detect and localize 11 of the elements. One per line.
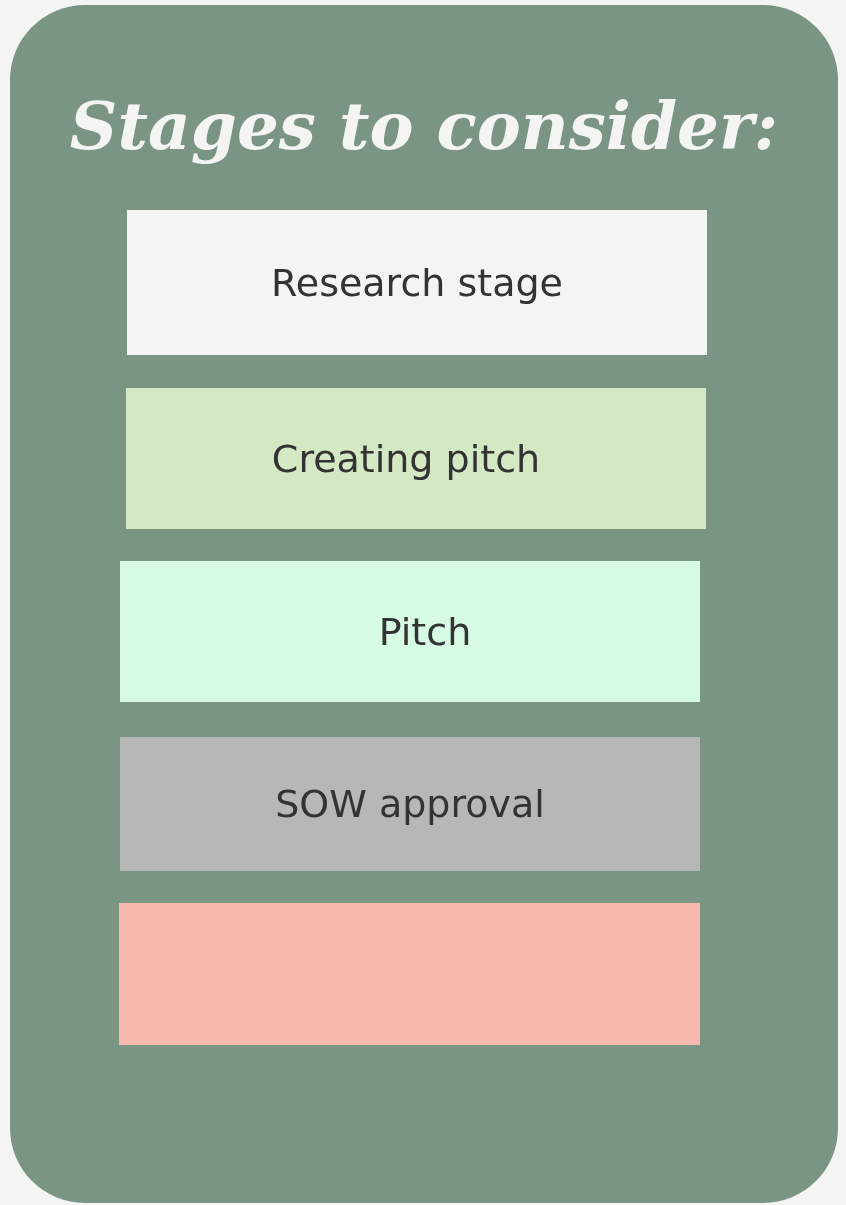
panel [10, 5, 838, 1203]
stage-label: Creating pitch [271, 436, 541, 481]
stage-label: Research stage [271, 260, 563, 305]
stage-box [127, 210, 707, 355]
heading: Stages to consider: [68, 87, 780, 165]
stage-box [120, 561, 700, 702]
stage-box [120, 737, 700, 871]
stage-label: SOW approval [275, 782, 545, 826]
stage-label: Pitch [378, 609, 472, 654]
stage-box [119, 903, 700, 1045]
stage-box [126, 388, 706, 529]
